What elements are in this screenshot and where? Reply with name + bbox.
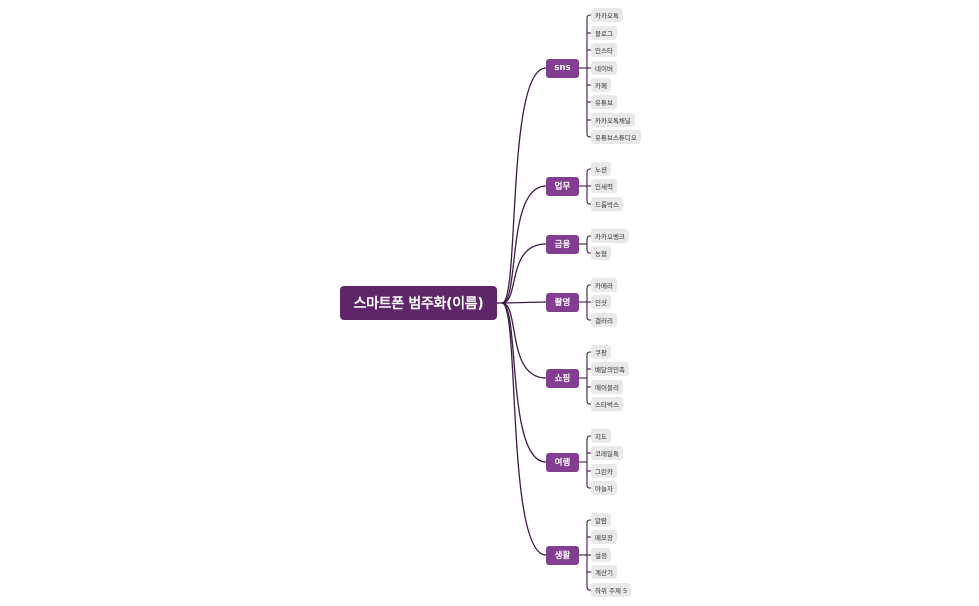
- subtopic[interactable]: 인스타: [591, 43, 617, 57]
- subtopic[interactable]: 카카오톡: [591, 8, 623, 22]
- subtopic[interactable]: 드롭박스: [591, 197, 623, 211]
- subtopic[interactable]: 노션: [591, 162, 611, 176]
- subtopic[interactable]: 하위 주제 5: [591, 583, 632, 597]
- subtopic[interactable]: 인샷: [591, 295, 611, 309]
- subtopic[interactable]: 알람: [591, 513, 611, 527]
- branch-topic[interactable]: 금융: [546, 234, 579, 254]
- subtopic[interactable]: 그린카: [591, 464, 617, 478]
- subtopic[interactable]: 인세력: [591, 179, 617, 193]
- branch-topic[interactable]: 업무: [546, 176, 579, 196]
- subtopic[interactable]: 카카오뱅크: [591, 229, 629, 243]
- branch-topic[interactable]: 쇼핑: [546, 368, 579, 388]
- branch-topic[interactable]: 촬영: [546, 292, 579, 312]
- subtopic[interactable]: 코레일톡: [591, 446, 623, 460]
- branch-topic[interactable]: 생활: [546, 545, 579, 565]
- subtopic[interactable]: 야놀자: [591, 481, 617, 495]
- branch-topic[interactable]: 여행: [546, 452, 579, 472]
- subtopic[interactable]: 지도: [591, 429, 611, 443]
- subtopic[interactable]: 블로그: [591, 26, 617, 40]
- subtopic[interactable]: 카메라: [591, 278, 617, 292]
- subtopic[interactable]: 네이버: [591, 61, 617, 75]
- subtopic[interactable]: 유튜브: [591, 95, 617, 109]
- subtopic[interactable]: 농협: [591, 246, 611, 260]
- subtopic[interactable]: 배달의민족: [591, 362, 629, 376]
- subtopic[interactable]: 유튜브스튜디오: [591, 130, 641, 144]
- subtopic[interactable]: 카페: [591, 78, 611, 92]
- subtopic[interactable]: 쿠팡: [591, 345, 611, 359]
- root-topic[interactable]: 스마트폰 범주화(이름): [340, 286, 497, 320]
- subtopic[interactable]: 설정: [591, 548, 611, 562]
- subtopic[interactable]: 카카오톡채널: [591, 113, 635, 127]
- subtopic[interactable]: 에이블리: [591, 380, 623, 394]
- branch-topic[interactable]: sns: [546, 58, 579, 78]
- subtopic[interactable]: 메모장: [591, 530, 617, 544]
- subtopic[interactable]: 계산기: [591, 565, 617, 579]
- subtopic[interactable]: 스타벅스: [591, 397, 623, 411]
- subtopic[interactable]: 갤러리: [591, 313, 617, 327]
